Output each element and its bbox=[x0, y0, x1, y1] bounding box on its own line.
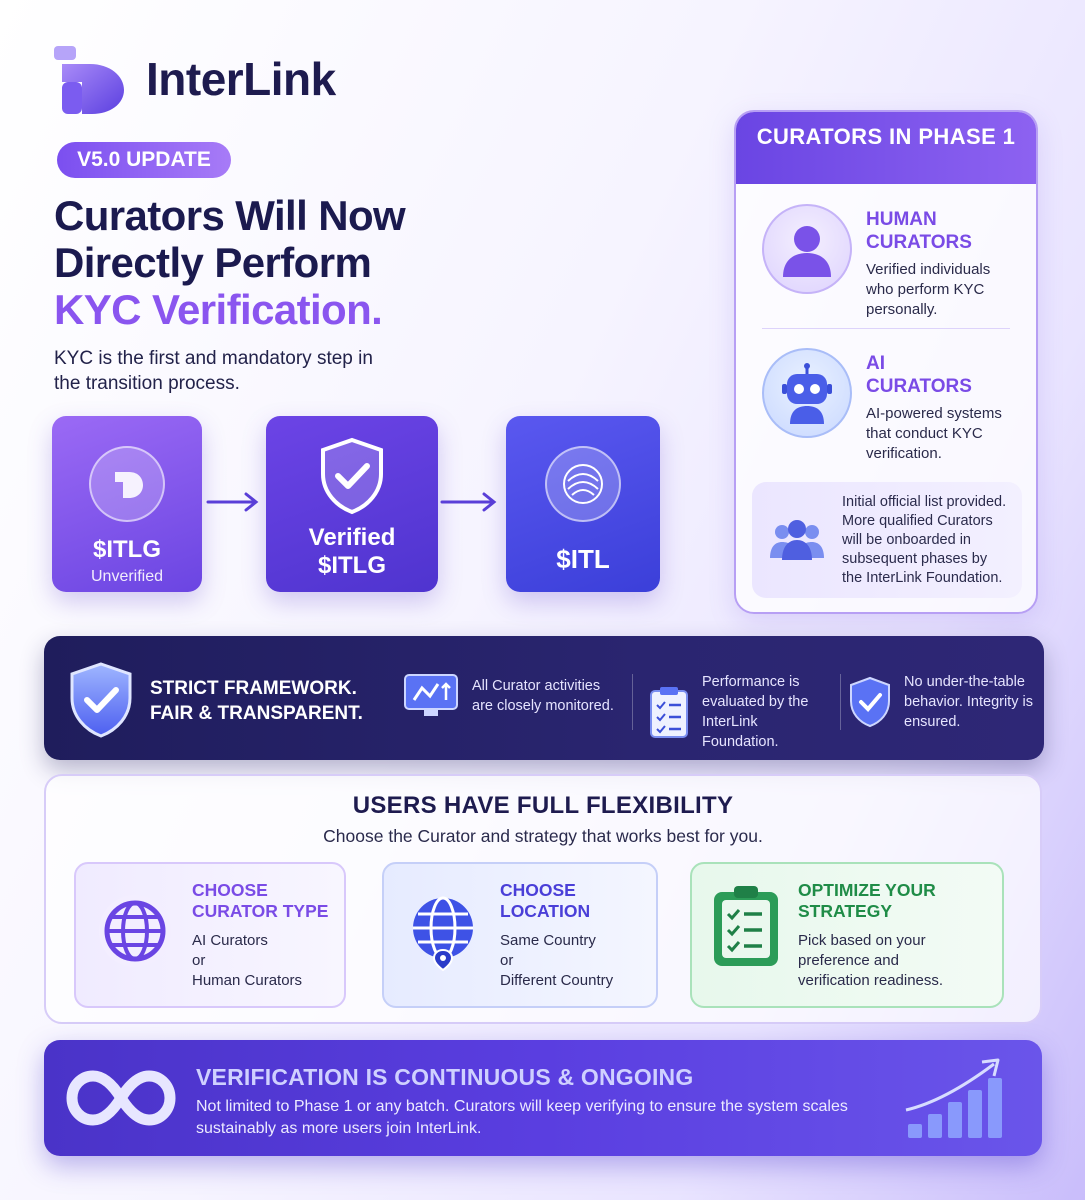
arrow-right-icon bbox=[206, 492, 259, 512]
human-curators-item: HUMAN CURATORS Verified individuals who … bbox=[762, 204, 1016, 320]
option-strategy: OPTIMIZE YOUR STRATEGY Pick based on you… bbox=[690, 862, 1004, 1008]
infinity-icon bbox=[66, 1070, 176, 1126]
option-desc: Pick based on your preference and verifi… bbox=[798, 931, 943, 991]
panel-note: Initial official list provided. More qua… bbox=[752, 482, 1022, 598]
token-label: $ITL bbox=[556, 544, 610, 574]
option-desc: AI Curators or Human Curators bbox=[192, 931, 328, 991]
arrow-right-icon bbox=[440, 492, 497, 512]
robot-icon bbox=[762, 348, 852, 438]
option-desc-line-2: preference and bbox=[798, 952, 899, 969]
clipboard-checklist-icon bbox=[650, 687, 688, 738]
framework-item-integrity: No under-the-table behavior. Integrity i… bbox=[848, 672, 1038, 732]
itl-coin-icon bbox=[545, 446, 621, 522]
option-desc-line-1: AI Curators bbox=[192, 932, 268, 949]
option-desc-line-2: or bbox=[500, 952, 514, 969]
option-title-line-1: OPTIMIZE YOUR bbox=[798, 880, 936, 900]
continuous-desc: Not limited to Phase 1 or any batch. Cur… bbox=[196, 1098, 848, 1137]
flexibility-subtitle: Choose the Curator and strategy that wor… bbox=[323, 826, 763, 846]
human-curators-desc: Verified individuals who perform KYC per… bbox=[866, 261, 991, 318]
framework-item-monitored: All Curator activities are closely monit… bbox=[402, 672, 622, 720]
option-title-line-2: LOCATION bbox=[500, 901, 591, 921]
framework-band: STRICT FRAMEWORK. FAIR & TRANSPARENT. Al… bbox=[44, 636, 1044, 760]
option-desc-line-2: or bbox=[192, 952, 206, 969]
token-verified-itlg-card: Verified $ITLG bbox=[266, 416, 438, 592]
option-title-line-2: STRATEGY bbox=[798, 901, 892, 921]
panel-note-text: Initial official list provided. More qua… bbox=[842, 493, 1007, 586]
framework-lead: STRICT FRAMEWORK. FAIR & TRANSPARENT. bbox=[150, 676, 363, 726]
version-badge: V5.0 UPDATE bbox=[57, 142, 231, 178]
person-icon bbox=[762, 204, 852, 294]
continuous-title: VERIFICATION IS CONTINUOUS & ONGOING bbox=[196, 1064, 694, 1090]
ai-curators-item: AI CURATORS AI-powered systems that cond… bbox=[762, 348, 1026, 464]
flexibility-title: USERS HAVE FULL FLEXIBILITY bbox=[352, 792, 734, 819]
option-title-line-1: CHOOSE bbox=[500, 880, 576, 900]
option-title-line-1: CHOOSE bbox=[192, 880, 268, 900]
monitor-chart-icon bbox=[404, 674, 458, 716]
option-desc-line-3: verification readiness. bbox=[798, 972, 944, 989]
ai-curators-title: AI CURATORS bbox=[866, 353, 972, 397]
group-icon bbox=[770, 520, 824, 560]
option-curator-type: CHOOSE CURATOR TYPE AI Curators or Human… bbox=[74, 862, 346, 1008]
framework-item-text: All Curator activities are closely monit… bbox=[472, 678, 614, 714]
framework-item-evaluated: Performance is evaluated by the InterLin… bbox=[648, 672, 838, 752]
band-separator bbox=[632, 674, 633, 730]
page-subline: KYC is the first and mandatory step in t… bbox=[54, 348, 373, 394]
ai-curators-desc: AI-powered systems that conduct KYC veri… bbox=[866, 405, 1002, 462]
option-desc: Same Country or Different Country bbox=[500, 931, 613, 991]
token-label: Verified bbox=[308, 524, 396, 551]
shield-check-icon bbox=[321, 437, 383, 515]
token-itl-card: $ITL bbox=[506, 416, 660, 592]
framework-item-text: No under-the-table behavior. Integrity i… bbox=[904, 674, 1033, 730]
framework-lead-line-1: STRICT FRAMEWORK. bbox=[150, 678, 357, 699]
panel-divider bbox=[762, 328, 1010, 329]
page-headline: Curators Will Now Directly Perform KYC V… bbox=[54, 192, 474, 333]
clipboard-checklist-icon bbox=[714, 886, 778, 966]
token-itlg-unverified-card: $ITLG Unverified bbox=[52, 416, 202, 592]
option-desc-line-3: Different Country bbox=[500, 972, 614, 989]
growth-chart-icon bbox=[905, 1058, 1002, 1138]
itlg-coin-icon bbox=[89, 446, 165, 522]
human-curators-title: HUMAN CURATORS bbox=[866, 209, 972, 253]
token-sublabel: $ITLG bbox=[317, 552, 386, 579]
option-desc-line-1: Same Country bbox=[500, 932, 596, 949]
token-sublabel: Unverified bbox=[90, 568, 164, 585]
globe-pin-icon bbox=[413, 896, 473, 972]
panel-title: CURATORS IN PHASE 1 bbox=[736, 112, 1036, 184]
option-title-line-2: CURATOR TYPE bbox=[192, 901, 329, 921]
token-label: $ITLG bbox=[92, 536, 161, 563]
option-desc-line-3: Human Curators bbox=[192, 972, 303, 989]
brand-name: InterLink bbox=[146, 53, 336, 105]
band-separator bbox=[840, 674, 841, 730]
framework-lead-line-2: FAIR & TRANSPARENT. bbox=[150, 703, 363, 724]
brand-header: InterLink bbox=[48, 42, 336, 116]
shield-check-icon bbox=[70, 662, 132, 738]
curators-phase1-panel: CURATORS IN PHASE 1 HUMAN CURATORS Verif… bbox=[734, 110, 1038, 614]
globe-icon bbox=[99, 895, 171, 967]
interlink-logo-icon bbox=[54, 46, 124, 114]
option-location: CHOOSE LOCATION Same Country or Differen… bbox=[382, 862, 658, 1008]
headline-line-1: Curators Will Now bbox=[54, 192, 406, 239]
continuous-banner: VERIFICATION IS CONTINUOUS & ONGOING Not… bbox=[44, 1040, 1042, 1156]
option-desc-line-1: Pick based on your bbox=[798, 932, 926, 949]
headline-line-3: KYC Verification. bbox=[54, 286, 383, 333]
framework-item-text: Performance is evaluated by the InterLin… bbox=[702, 674, 809, 750]
flexibility-section: USERS HAVE FULL FLEXIBILITY Choose the C… bbox=[44, 774, 1042, 1024]
shield-check-icon bbox=[850, 676, 890, 728]
headline-line-2: Directly Perform bbox=[54, 239, 372, 286]
